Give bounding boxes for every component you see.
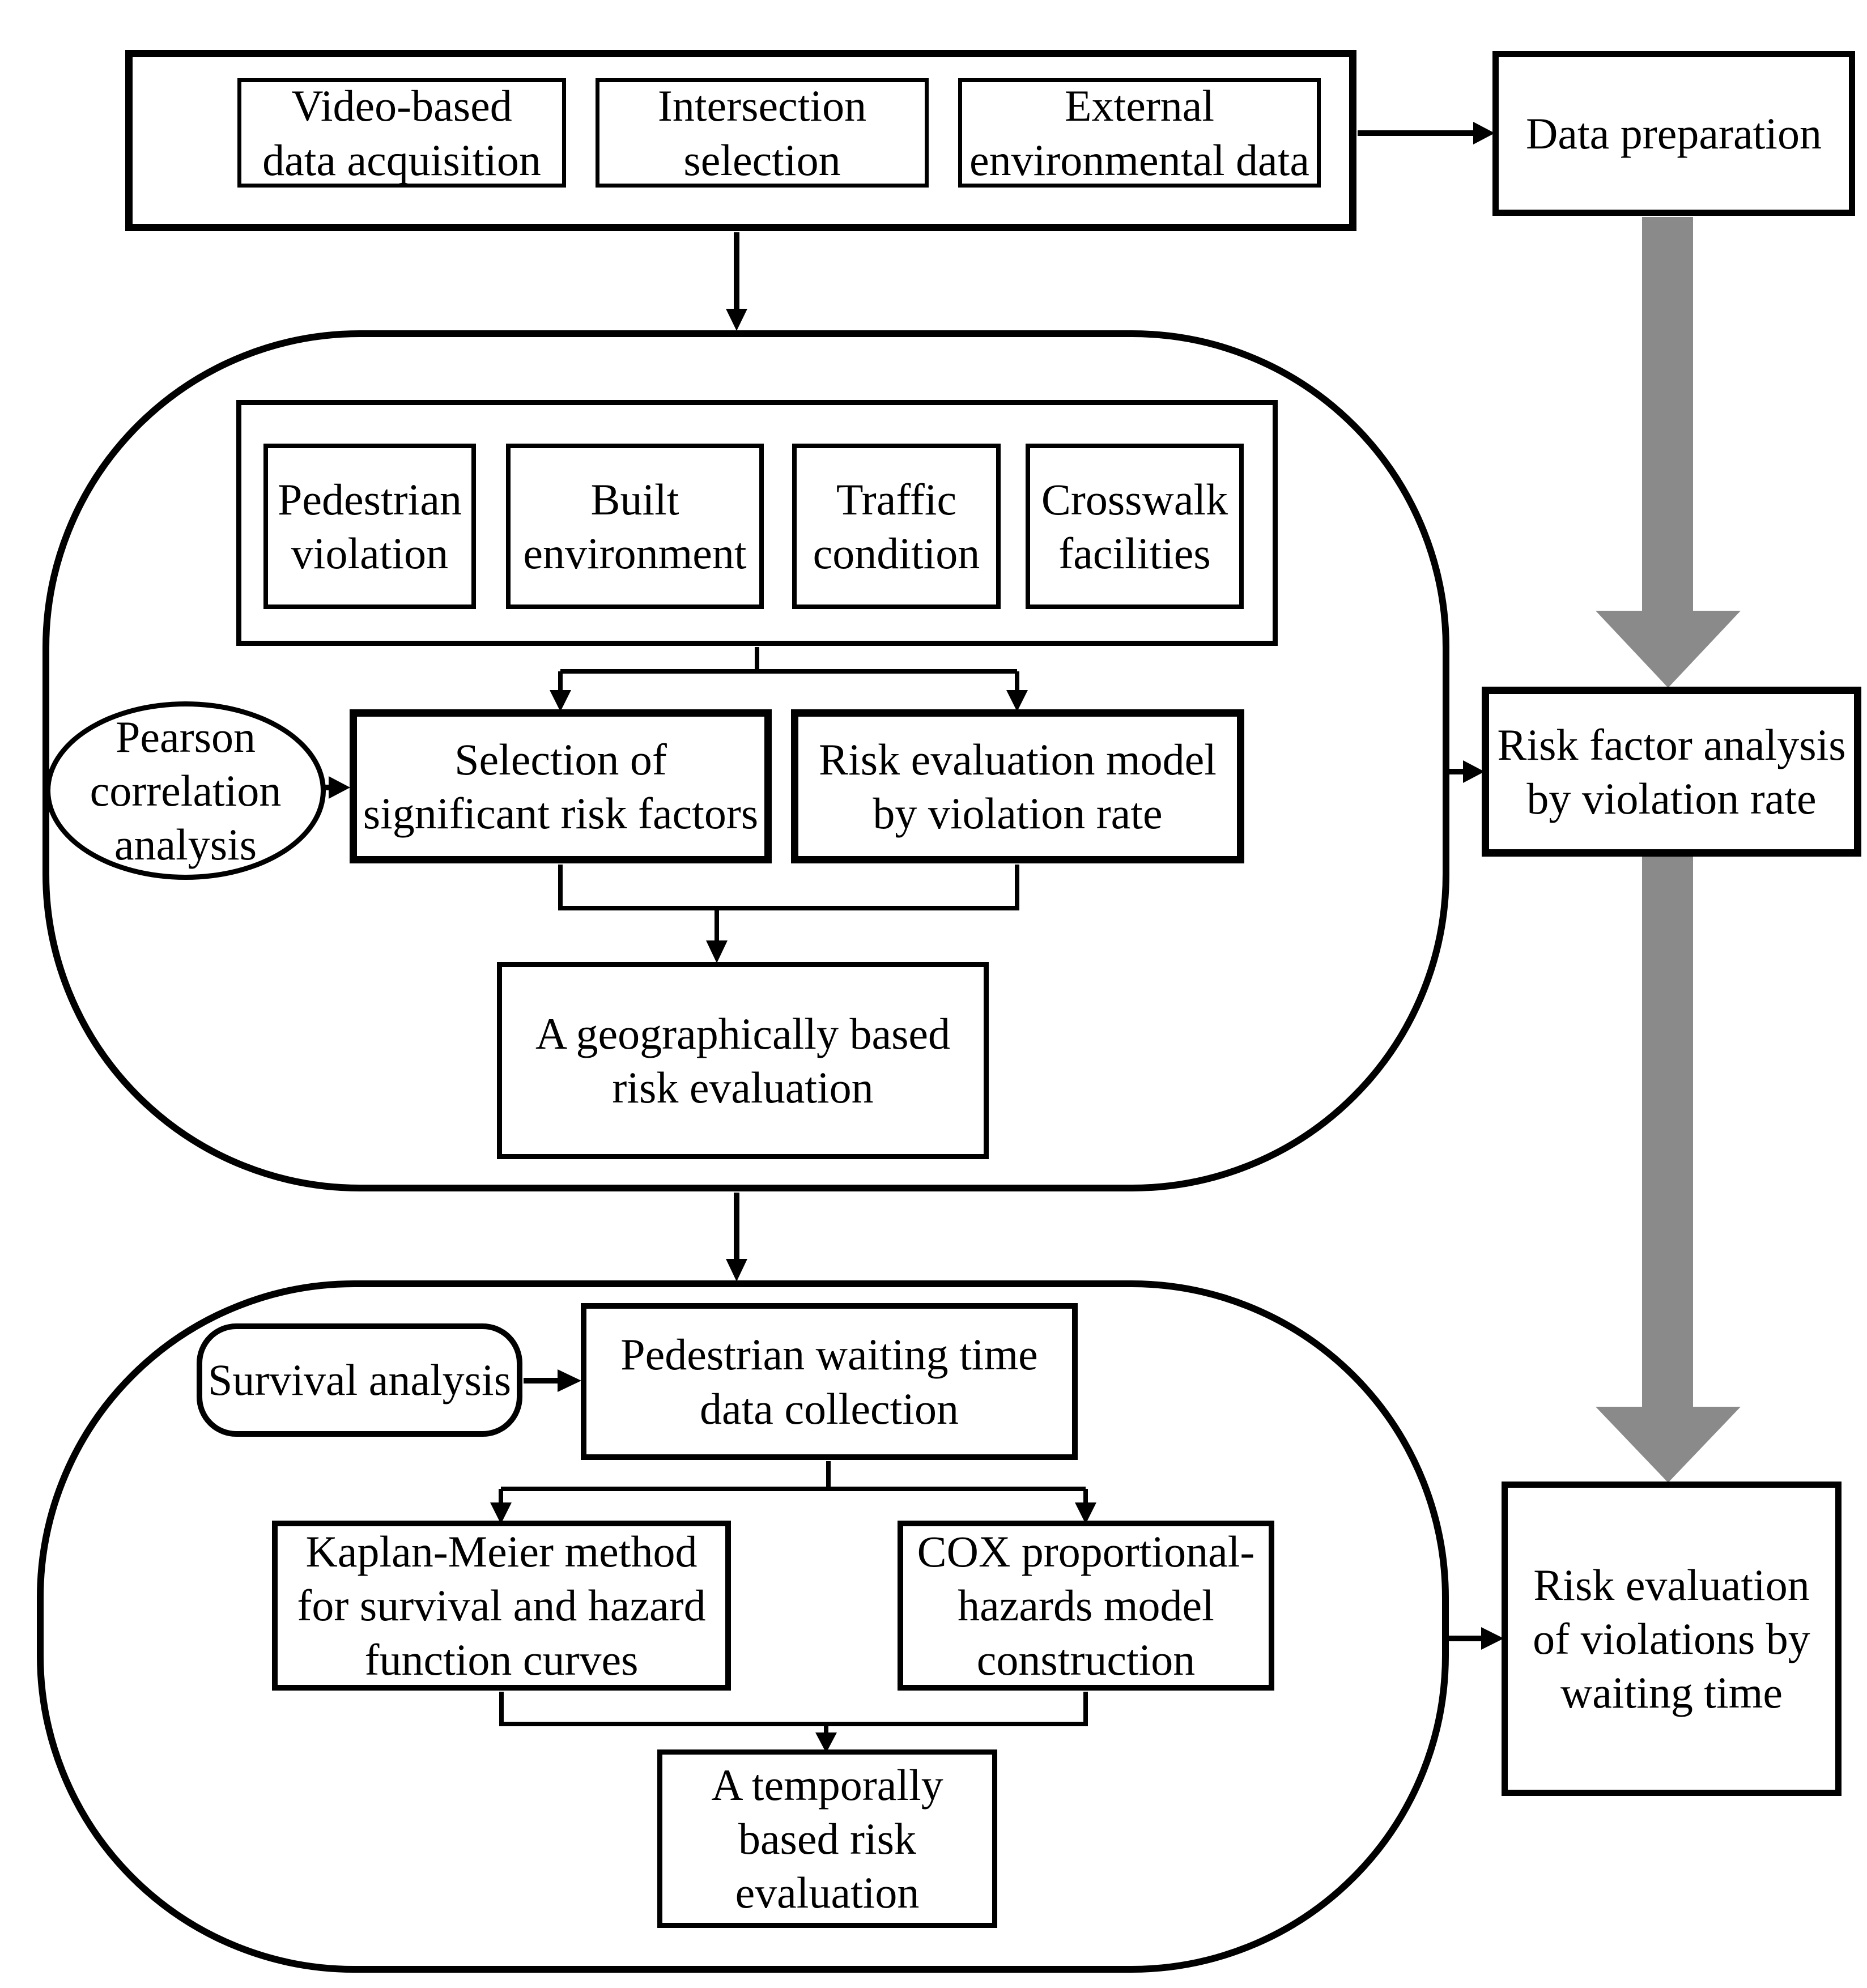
node-crosswalk-facilities: Crosswalk facilities bbox=[1026, 444, 1244, 609]
node-pedestrian-waiting-time-collection: Pedestrian waiting time data collection bbox=[581, 1303, 1078, 1460]
node-pearson-correlation-analysis: Pearson correlation analysis bbox=[45, 701, 326, 880]
node-risk-factor-analysis: Risk factor analysis by violation rate bbox=[1482, 687, 1861, 857]
gray-flow-arrowhead-top bbox=[1596, 611, 1741, 688]
gray-flow-shaft-bottom bbox=[1642, 857, 1693, 1408]
node-built-environment: Built environment bbox=[506, 444, 764, 609]
gray-flow-shaft-top bbox=[1642, 217, 1693, 612]
node-traffic-condition: Traffic condition bbox=[792, 444, 1001, 609]
node-survival-analysis: Survival analysis bbox=[197, 1323, 522, 1437]
node-kaplan-meier-method: Kaplan-Meier method for survival and haz… bbox=[272, 1521, 731, 1691]
node-external-environmental-data: External environmental data bbox=[958, 78, 1321, 188]
node-temporal-risk-evaluation: A temporally based risk evaluation bbox=[657, 1749, 997, 1928]
node-video-data-acquisition: Video-based data acquisition bbox=[237, 78, 566, 188]
node-data-preparation: Data preparation bbox=[1492, 51, 1855, 216]
node-selection-significant-risk-factors: Selection of significant risk factors bbox=[350, 709, 772, 863]
arrowhead-stage1-to-stage2 bbox=[726, 1259, 747, 1282]
node-geographic-risk-evaluation: A geographically based risk evaluation bbox=[497, 962, 989, 1159]
node-risk-evaluation-model: Risk evaluation model by violation rate bbox=[791, 709, 1244, 863]
arrowhead-stage2-to-risk-evaluation bbox=[1481, 1627, 1504, 1650]
gray-flow-arrowhead-bottom bbox=[1596, 1407, 1741, 1483]
arrowhead-sources-to-stage1 bbox=[726, 309, 747, 331]
node-intersection-selection: Intersection selection bbox=[596, 78, 929, 188]
node-pedestrian-violation: Pedestrian violation bbox=[263, 444, 476, 609]
node-risk-evaluation-by-waiting-time: Risk evaluation of violations by waiting… bbox=[1502, 1482, 1842, 1796]
node-cox-proportional-hazards: COX proportional- hazards model construc… bbox=[898, 1521, 1274, 1691]
arrowhead-sources-to-preparation bbox=[1473, 122, 1495, 144]
